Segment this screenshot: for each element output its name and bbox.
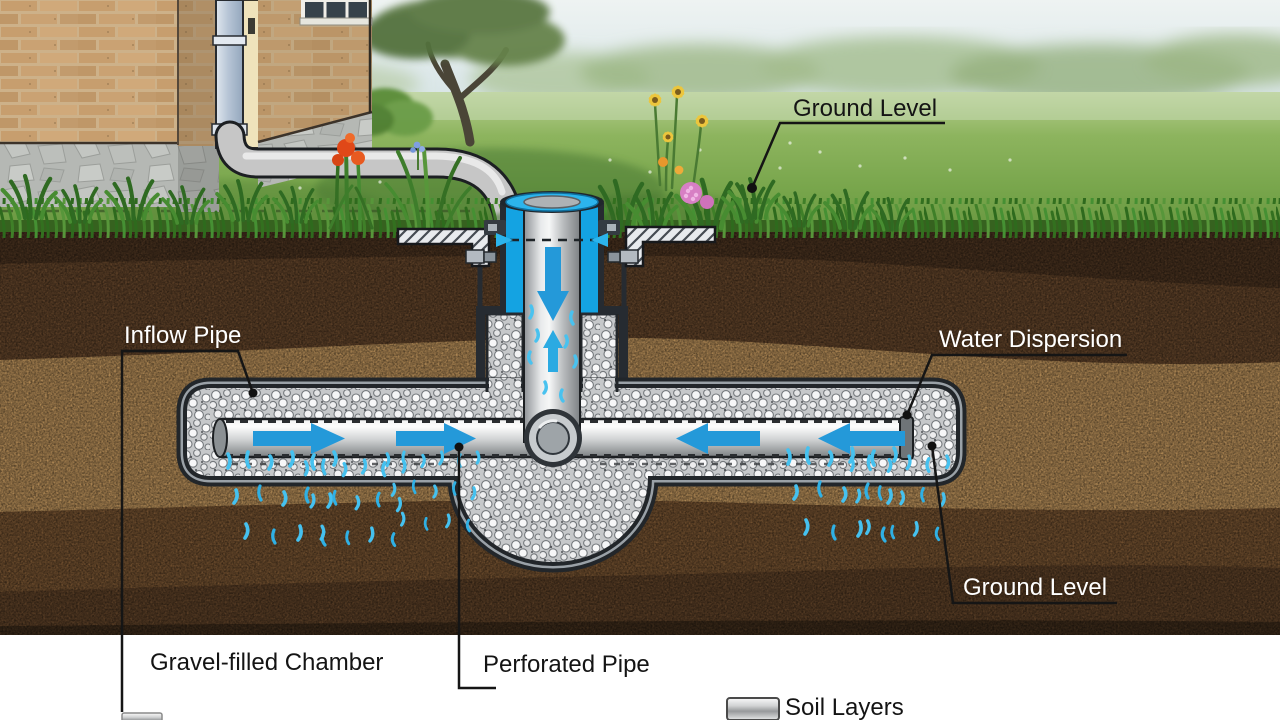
brick-wall-left	[0, 0, 178, 143]
red-flower	[337, 139, 355, 157]
legend-swatch-soil-layers	[726, 697, 780, 720]
orange-flower	[658, 157, 668, 167]
label-ground-level-bottom: Ground Level	[963, 574, 1108, 601]
flower-bed-right	[591, 84, 771, 232]
leader-dot	[902, 410, 912, 420]
flow-arrow-up	[543, 330, 563, 372]
flow-arrow-left	[818, 423, 905, 454]
pink-flower	[680, 182, 714, 209]
door-handle	[248, 18, 255, 34]
leader-dot	[248, 388, 258, 398]
brick-wall-right	[258, 0, 372, 142]
label-ground-level-top: Ground Level	[793, 95, 938, 122]
surface-grate-right	[624, 225, 717, 268]
flower-bed-left	[328, 133, 374, 232]
blue-flower	[410, 141, 425, 170]
caption-band	[0, 635, 1280, 720]
brick-wall-corner	[178, 0, 219, 146]
well-rim	[500, 191, 604, 213]
leader-dot	[747, 183, 757, 193]
leader-dot	[454, 442, 464, 452]
leader-dot	[927, 441, 937, 451]
legend-swatch-partial	[121, 712, 163, 720]
label-water-dispersion: Water Dispersion	[939, 326, 1123, 353]
inlet-arrow-left	[496, 233, 513, 247]
label-inflow-pipe: Inflow Pipe	[124, 322, 242, 349]
grate-fittings	[465, 249, 639, 264]
lateral-flow-arrows	[253, 423, 905, 454]
flow-arrow-left	[676, 423, 760, 454]
rim-clamps	[484, 220, 620, 235]
legend-label-soil-layers: Soil Layers	[785, 694, 904, 720]
leader-perforated-pipe	[457, 447, 496, 690]
flow-arrow-right	[396, 423, 476, 454]
flow-arrow-right	[253, 423, 345, 454]
label-gravel-filled-chamber: Gravel-filled Chamber	[150, 649, 384, 676]
splash-droplets	[527, 304, 578, 403]
label-perforated-pipe: Perforated Pipe	[483, 651, 650, 678]
leader-ground-level-bottom	[930, 445, 1117, 605]
leader-water-dispersion	[905, 353, 1127, 416]
leader-lines	[120, 121, 1127, 712]
flow-arrow-down	[537, 247, 569, 321]
inlet-arrow-right	[591, 233, 608, 247]
window	[299, 0, 373, 26]
pipe-junction	[524, 409, 582, 467]
leader-inflow-pipe	[122, 349, 255, 394]
leader-dots	[248, 183, 937, 452]
tree-canopy	[360, 0, 565, 66]
well-stand-pipe	[496, 191, 608, 443]
leader-ground-level-top	[750, 121, 945, 189]
